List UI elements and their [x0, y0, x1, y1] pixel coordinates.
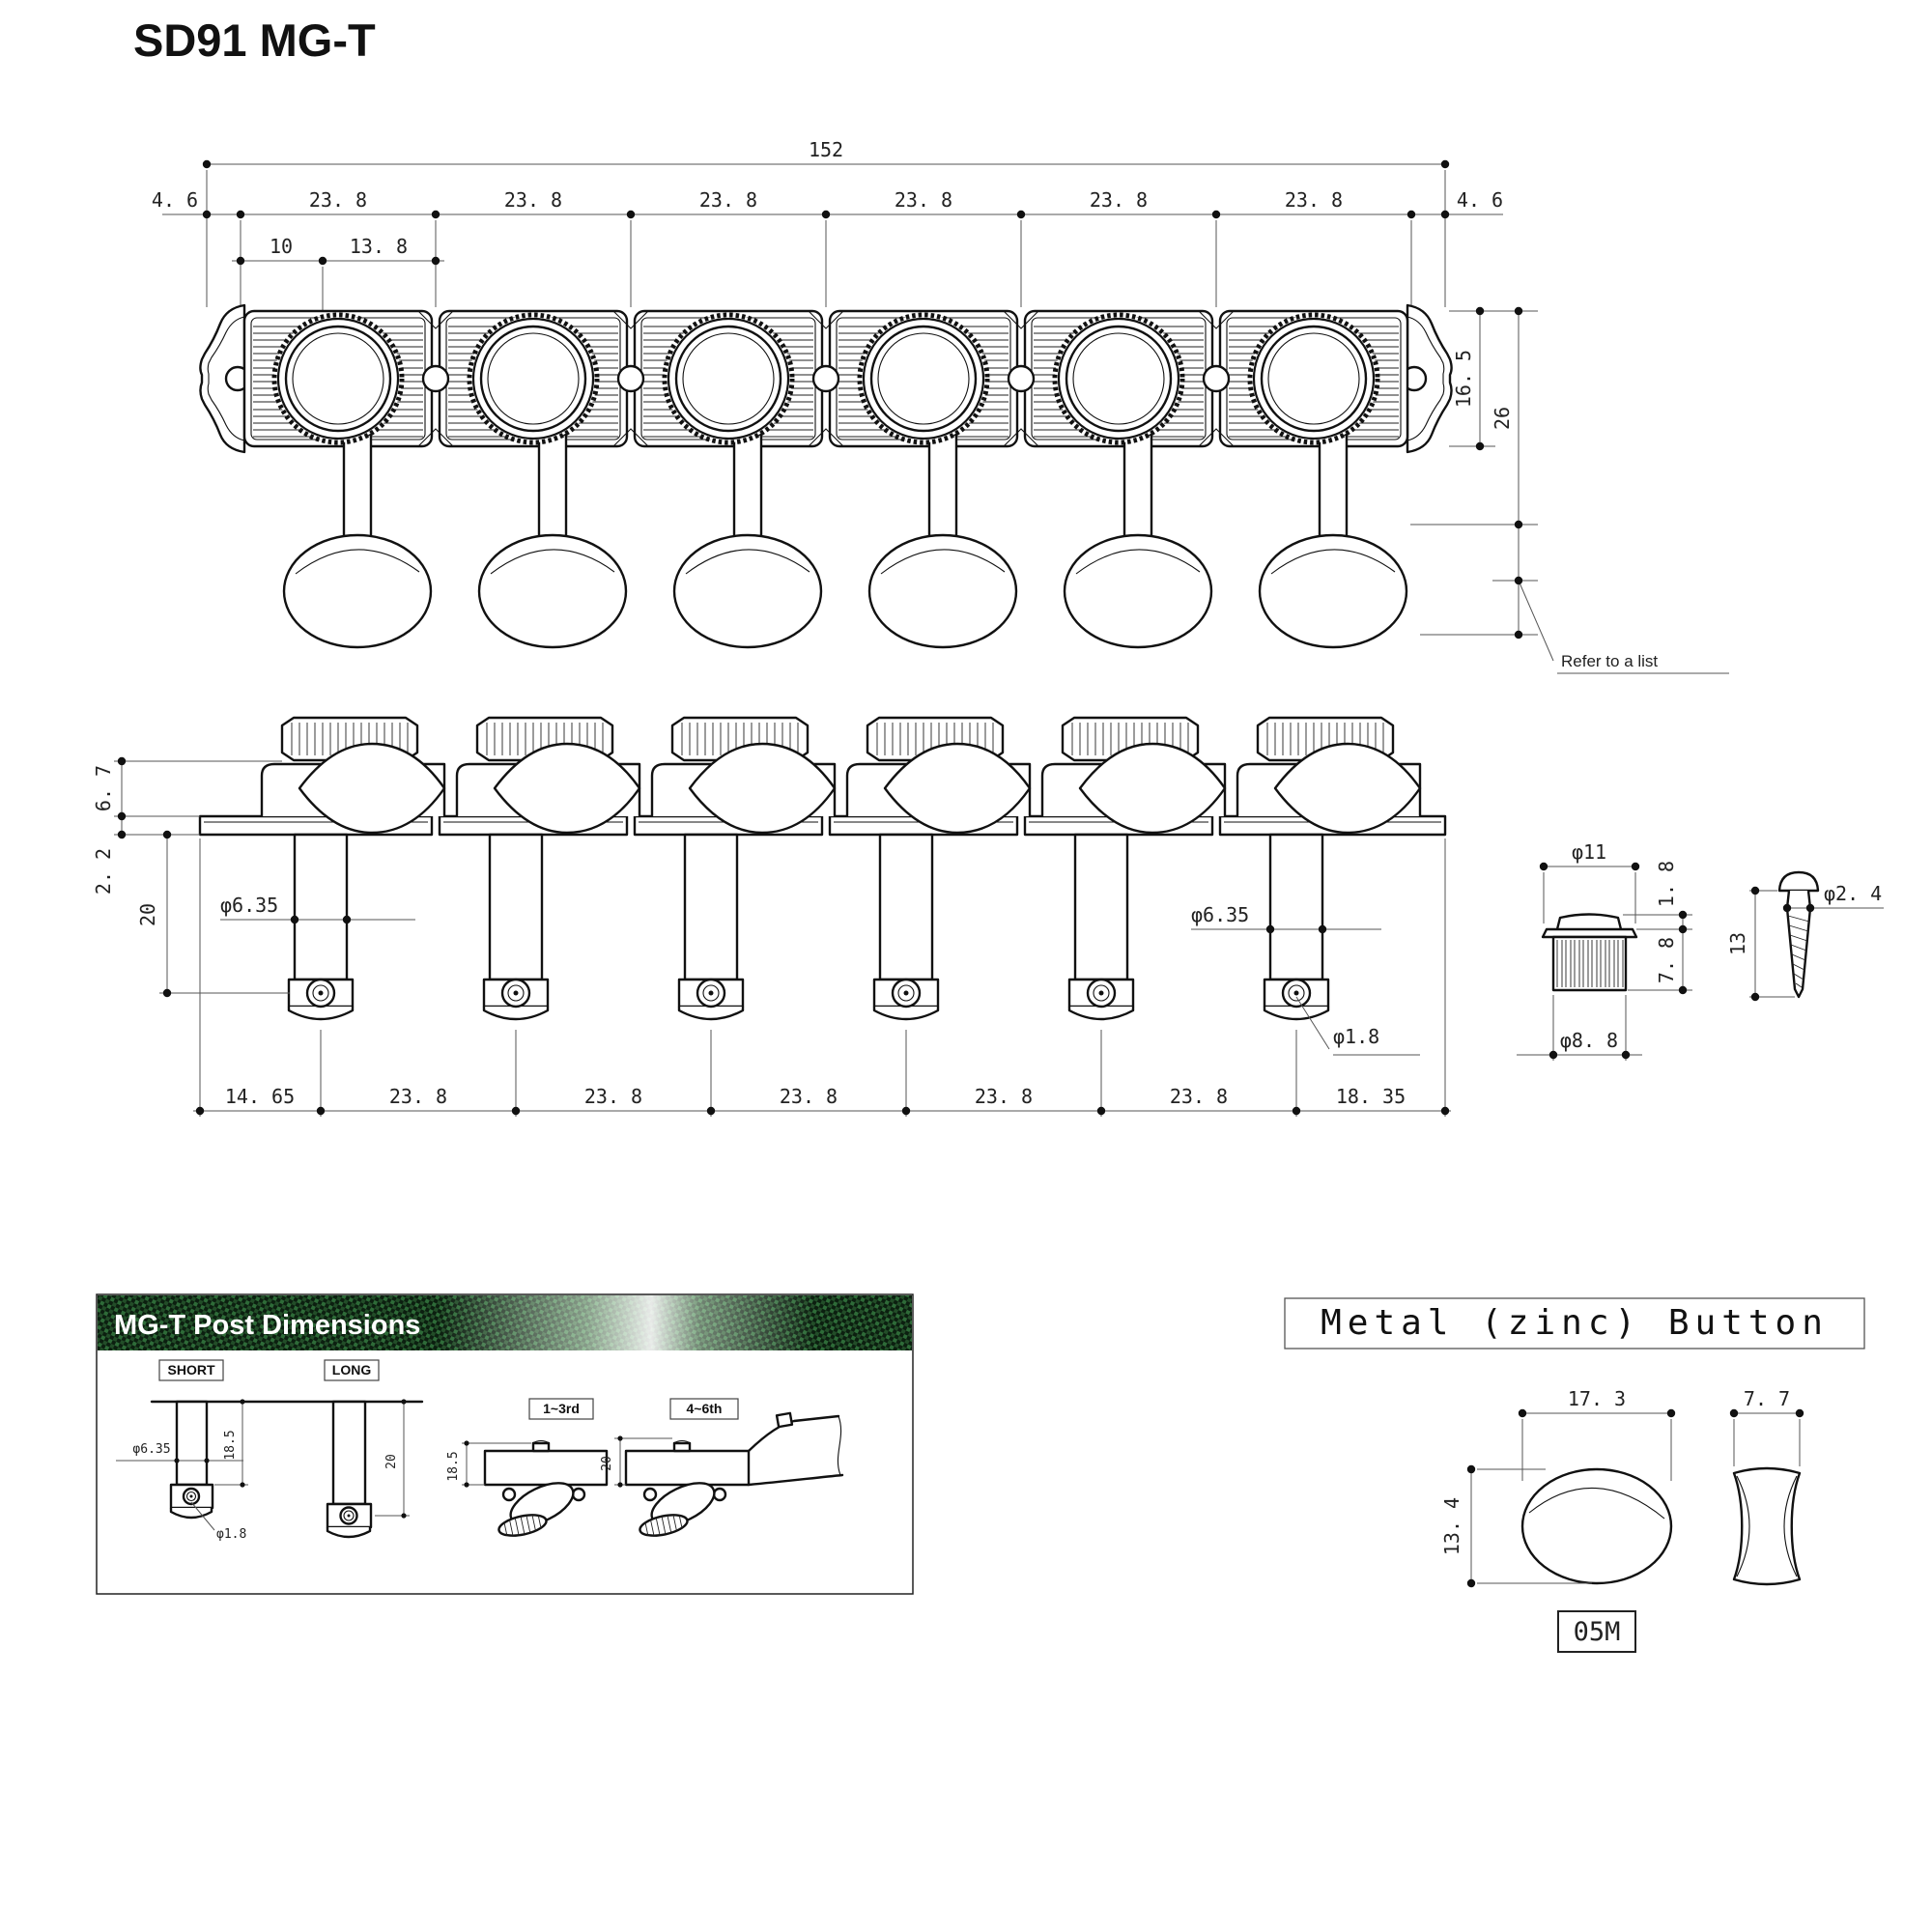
dim-bottom-4: 23. 8 — [780, 1085, 838, 1108]
plate-junctions — [417, 310, 1235, 447]
dim-pitch-5: 23. 8 — [1090, 188, 1148, 212]
dim-total-width: 152 — [809, 138, 843, 161]
dim-pitch-1: 23. 8 — [309, 188, 367, 212]
dim-bottom-5: 23. 8 — [975, 1085, 1033, 1108]
dim-short-length: 18.5 — [223, 1430, 238, 1460]
dim-screw-dia: φ2. 4 — [1824, 882, 1882, 905]
tuner-top-2 — [440, 311, 627, 647]
tuner-top-3 — [635, 311, 822, 647]
dim-bushing-top-dia: φ11 — [1572, 840, 1606, 864]
tuner-side-3 — [650, 716, 837, 1021]
strings-1-3-label: 1~3rd — [543, 1401, 580, 1416]
dim-string-hole-dia: φ1.8 — [1333, 1025, 1379, 1048]
tuner-side-4 — [845, 716, 1032, 1021]
top-view: 152 4. 6 4. 6 23. 8 23. 8 23. 8 23. 8 23… — [152, 138, 1729, 674]
tuner-side-1 — [260, 716, 446, 1021]
tuner-top-1 — [244, 311, 432, 647]
short-post — [169, 1400, 214, 1520]
page-title: SD91 MG-T — [133, 14, 376, 66]
dim-bottom-1: 14. 65 — [225, 1085, 295, 1108]
button-panel-title: Metal (zinc) Button — [1321, 1303, 1829, 1343]
dim-plate-thickness: 2. 2 — [92, 848, 115, 895]
long-label: LONG — [332, 1362, 372, 1378]
dim-housing-height: 6. 7 — [92, 765, 115, 811]
dim-margin-right: 4. 6 — [1457, 188, 1503, 212]
post-dimensions-panel: MG-T Post Dimensions SHORT LONG — [96, 1293, 914, 1595]
top-view-dimension-dots — [202, 159, 1523, 639]
strings-4-6-label: 4~6th — [687, 1401, 723, 1416]
button-front-view — [1520, 1467, 1673, 1585]
dim-short-dia: φ6.35 — [132, 1442, 170, 1457]
dim-post-to-edge: 13. 8 — [350, 235, 408, 258]
dim-post-offset: 10 — [270, 235, 293, 258]
panel-banner-title: MG-T Post Dimensions — [114, 1310, 420, 1341]
short-label: SHORT — [168, 1362, 215, 1378]
bushing-detail: φ11 1. 8 7. 8 φ8. 8 — [1517, 840, 1692, 1061]
dim-overall-height: 26 — [1491, 407, 1514, 430]
side-view-dimension-lines — [114, 760, 1451, 1117]
dim-post-length: 20 — [136, 903, 159, 926]
dim-post-dia-right: φ6.35 — [1191, 903, 1249, 926]
screw-detail: 13 φ2. 4 — [1726, 870, 1884, 1002]
button-side-view — [1732, 1466, 1802, 1586]
dim-bushing-body: 7. 8 — [1655, 937, 1678, 983]
plate-end-cap-left — [199, 303, 251, 454]
dim-pitch-4: 23. 8 — [895, 188, 952, 212]
headstock-section-4-6 — [624, 1411, 844, 1537]
dim-bottom-6: 23. 8 — [1170, 1085, 1228, 1108]
dim-short-hole: φ1.8 — [216, 1527, 246, 1542]
tuner-side-5 — [1040, 716, 1227, 1021]
dim-bushing-bottom-dia: φ8. 8 — [1560, 1029, 1618, 1052]
tuner-side-6 — [1236, 716, 1422, 1021]
dim-button-height: 13. 4 — [1440, 1497, 1463, 1555]
headstock-section-1-3 — [483, 1439, 609, 1537]
note-refer-to-list: Refer to a list — [1561, 652, 1658, 670]
button-model: 05M — [1574, 1617, 1621, 1647]
tuner-top-6 — [1220, 311, 1407, 647]
side-view-dimension-dots — [117, 756, 1450, 1116]
dim-bottom-3: 23. 8 — [584, 1085, 642, 1108]
side-view: 6. 7 2. 2 20 φ6.35 φ6.35 φ1.8 14. 65 23.… — [92, 716, 1451, 1117]
dim-pitch-2: 23. 8 — [504, 188, 562, 212]
dim-pitch-3: 23. 8 — [699, 188, 757, 212]
dim-strings-4-6-depth: 20 — [600, 1456, 614, 1471]
dim-button-width: 17. 3 — [1568, 1387, 1626, 1410]
dim-bottom-7: 18. 35 — [1336, 1085, 1406, 1108]
button-model-box — [1557, 1610, 1636, 1653]
button-panel: Metal (zinc) Button 17. 3 13. 4 7. 7 05M — [1284, 1297, 1865, 1653]
long-post — [326, 1400, 373, 1539]
dim-strings-1-3-depth: 18.5 — [446, 1451, 461, 1481]
dim-bushing-flange: 1. 8 — [1655, 861, 1678, 907]
dim-post-dia-left: φ6.35 — [220, 894, 278, 917]
plate-end-cap-right — [1401, 303, 1453, 454]
dim-screw-length: 13 — [1726, 932, 1749, 955]
dim-margin-left: 4. 6 — [152, 188, 198, 212]
dim-button-side-width: 7. 7 — [1744, 1387, 1790, 1410]
dim-bottom-2: 23. 8 — [389, 1085, 447, 1108]
dim-long-length: 20 — [384, 1454, 399, 1469]
tuner-top-5 — [1025, 311, 1212, 647]
tuner-top-4 — [830, 311, 1017, 647]
dim-plate-height: 16. 5 — [1452, 350, 1475, 408]
dim-pitch-6: 23. 8 — [1285, 188, 1343, 212]
tuner-side-2 — [455, 716, 641, 1021]
